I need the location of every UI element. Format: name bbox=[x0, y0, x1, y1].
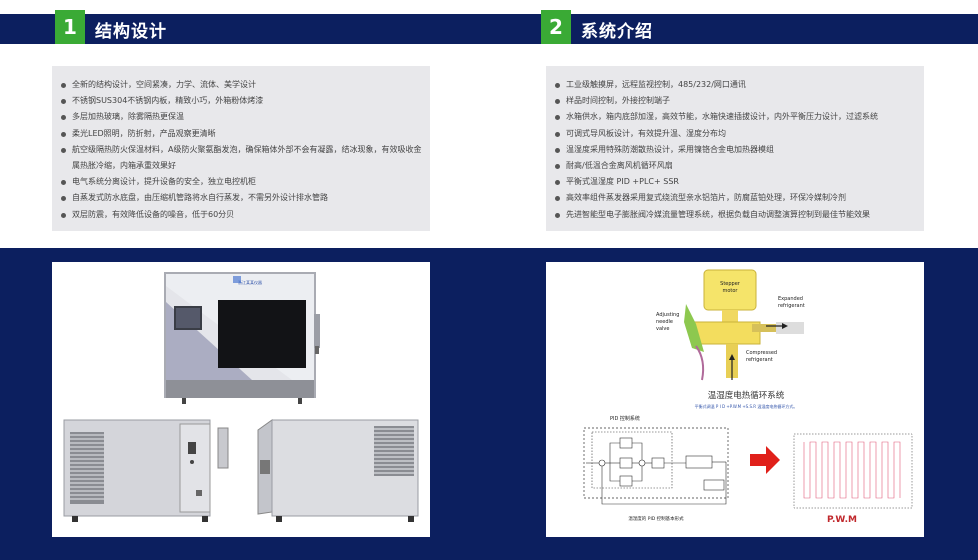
list-item: 高效率组件蒸发器采用复式绕流型亲水铝箔片，防腐蓝铂处理，环保冷媒制冷剂 bbox=[554, 190, 916, 206]
list-item: 平衡式温湿度 PID +PLC+ SSR bbox=[554, 174, 916, 190]
label-line: Adjusting bbox=[656, 312, 679, 318]
pwm-label: P.W.M bbox=[827, 515, 857, 525]
section-2-title: 系统介绍 bbox=[581, 21, 653, 42]
list-item: 温湿度采用特殊防潮散热设计，采用镍铬合金电加热器模组 bbox=[554, 142, 916, 158]
list-item: 电气系统分离设计，提升设备的安全，独立电控机柜 bbox=[60, 174, 422, 190]
stepper-motor-label: Stepper motor bbox=[720, 281, 741, 294]
label-line: refrigerant bbox=[778, 303, 805, 309]
cycle-title: 温湿度电热循环系统 bbox=[708, 390, 785, 401]
list-item: 先进智能型电子膨胀阀冷媒流量管理系统，根据负载自动调整演算控制到最佳节能效果 bbox=[554, 207, 916, 223]
structure-design-panel: 全新的结构设计，空间紧凑，力学、流体、美学设计 不锈钢SUS304不锈钢内板，精… bbox=[52, 66, 430, 231]
structure-feature-list: 全新的结构设计，空间紧凑，力学、流体、美学设计 不锈钢SUS304不锈钢内板，精… bbox=[52, 66, 430, 231]
list-item: 航空级隔热防火保温材料，A级防火聚氨酯发泡，确保箱体外部不会有凝露，结冰现象，有… bbox=[60, 142, 422, 174]
label-line: valve bbox=[656, 326, 669, 332]
list-item: 样品时间控制，外接控制端子 bbox=[554, 93, 916, 109]
section-2-header: 2 系统介绍 bbox=[541, 10, 653, 44]
pid-caption: 温湿度的 PID 控制基本形式 bbox=[628, 515, 684, 522]
list-item: 水箱供水，箱内底部加湿，高效节能，水箱快速插拔设计，内外平衡压力设计，过滤系统 bbox=[554, 109, 916, 125]
list-item: 自蒸发式防水底盘，由压缩机管路将水自行蒸发，不需另外设计排水管路 bbox=[60, 190, 422, 206]
chamber-rear-view bbox=[257, 419, 419, 522]
pwm-waveform-chart: P.W.M bbox=[793, 433, 913, 525]
expansion-valve-illustration: Stepper motor Expanded refrigerant Adjus… bbox=[656, 269, 805, 381]
product-image: 浙江某某仪器 bbox=[52, 262, 430, 537]
chamber-side-view bbox=[63, 419, 229, 522]
section-1-title: 结构设计 bbox=[95, 21, 167, 42]
label-line: Expanded bbox=[778, 296, 803, 302]
list-item: 可调式导风板设计，有效提升温、湿度分布均 bbox=[554, 126, 916, 142]
label-line: motor bbox=[722, 288, 738, 294]
list-item: 柔光LED照明，防折射，产品观察更清晰 bbox=[60, 126, 422, 142]
label-line: Compressed bbox=[746, 350, 777, 356]
pid-title: PID 控制系统 bbox=[610, 415, 640, 422]
label-line: refrigerant bbox=[746, 357, 773, 363]
list-item: 双层防震，有效降低设备的噪音，低于60分贝 bbox=[60, 207, 422, 223]
list-item: 全新的结构设计，空间紧凑，力学、流体、美学设计 bbox=[60, 77, 422, 93]
adjusting-valve-label: Adjusting needle valve bbox=[656, 312, 679, 332]
list-item: 多层加热玻璃，除雾隔热更保温 bbox=[60, 109, 422, 125]
list-item: 不锈钢SUS304不锈钢内板，精致小巧，外箱粉体烤漆 bbox=[60, 93, 422, 109]
system-diagram-image: Stepper motor Expanded refrigerant Adjus… bbox=[546, 262, 924, 537]
label-line: needle bbox=[656, 319, 673, 325]
list-item: 耐高/低温合金离风机循环风扇 bbox=[554, 158, 916, 174]
svg-text:浙江某某仪器: 浙江某某仪器 bbox=[238, 279, 262, 285]
section-2-number: 2 bbox=[541, 10, 571, 44]
compressed-refrigerant-label: Compressed refrigerant bbox=[746, 350, 777, 363]
label-line: Stepper bbox=[720, 281, 741, 287]
header-bar bbox=[0, 14, 978, 44]
refrigeration-diagram: Stepper motor Expanded refrigerant Adjus… bbox=[583, 269, 913, 525]
system-intro-panel: 工业级触摸屏，远程监视控制，485/232/网口通讯 样品时间控制，外接控制端子… bbox=[546, 66, 924, 231]
pid-block-diagram: PID 控制系统 温湿 bbox=[583, 415, 729, 522]
chamber-front-view: 浙江某某仪器 bbox=[164, 272, 320, 404]
section-1-number: 1 bbox=[55, 10, 85, 44]
chamber-illustration: 浙江某某仪器 bbox=[63, 272, 419, 522]
arrow-right-icon bbox=[750, 446, 780, 474]
section-1-header: 1 结构设计 bbox=[55, 10, 167, 44]
cycle-subtitle: 平衡式调温 P I D +P.W.M +S.S.R 温湿度电热循环方式。 bbox=[695, 403, 798, 409]
system-feature-list: 工业级触摸屏，远程监视控制，485/232/网口通讯 样品时间控制，外接控制端子… bbox=[546, 66, 924, 231]
list-item: 工业级触摸屏，远程监视控制，485/232/网口通讯 bbox=[554, 77, 916, 93]
expanded-refrigerant-label: Expanded refrigerant bbox=[778, 296, 805, 309]
